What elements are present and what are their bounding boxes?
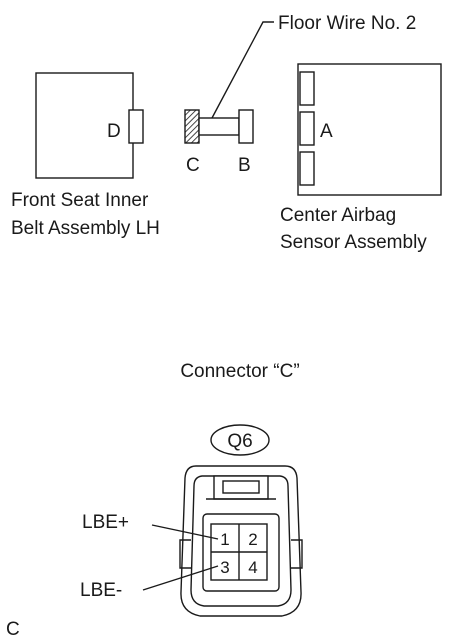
connector-view-title: Connector “C” xyxy=(180,361,299,382)
front-seat-belt-name-line2: Belt Assembly LH xyxy=(11,218,160,239)
connector-c-front-view: 1 2 3 4 xyxy=(179,465,303,617)
front-seat-inner-belt-assembly: D Front Seat Inner Belt Assembly LH xyxy=(11,72,160,239)
connector-c-label: C xyxy=(186,155,200,176)
airbag-sensor-name-line2: Sensor Assembly xyxy=(280,232,427,253)
signal-lbe-plus-leader xyxy=(151,524,219,540)
figure-code: C xyxy=(6,619,20,640)
airbag-sensor-body xyxy=(297,63,442,196)
front-seat-belt-body xyxy=(35,72,134,179)
connector-housing-inner xyxy=(190,475,292,607)
signal-lbe-plus-label: LBE+ xyxy=(82,512,129,533)
pin-1: 1 xyxy=(220,530,229,549)
airbag-connector-slot-3 xyxy=(299,151,315,186)
connector-code-badge: Q6 xyxy=(210,424,270,456)
pin-2: 2 xyxy=(248,530,257,549)
front-seat-belt-name-line1: Front Seat Inner xyxy=(11,190,149,211)
floor-wire-label: Floor Wire No. 2 xyxy=(278,13,416,34)
signal-lbe-minus-leader xyxy=(142,565,219,591)
connector-code-ellipse xyxy=(210,424,270,456)
pin-3: 3 xyxy=(220,558,229,577)
connector-c-hatched xyxy=(184,109,200,144)
connector-rib-right xyxy=(291,539,303,569)
connector-d-label: D xyxy=(107,121,121,142)
floor-wire-harness: C B xyxy=(184,109,254,176)
connector-rib-left xyxy=(179,539,191,569)
airbag-connector-slot-a xyxy=(299,111,315,146)
connector-b-label: B xyxy=(238,155,251,176)
pin-4: 4 xyxy=(248,558,257,577)
floor-wire-leader xyxy=(211,21,274,119)
airbag-sensor-name-line1: Center Airbag xyxy=(280,205,396,226)
floor-wire-cable xyxy=(198,117,240,136)
connector-b-plug xyxy=(238,109,254,144)
latch-inner xyxy=(222,480,260,494)
connector-code-label: Q6 xyxy=(227,431,252,452)
connector-a-label: A xyxy=(320,121,333,142)
connector-latch xyxy=(206,475,276,500)
connector-d-socket xyxy=(128,109,144,144)
center-airbag-sensor-assembly: A Center Airbag Sensor Assembly xyxy=(280,63,442,253)
airbag-connector-slot-1 xyxy=(299,71,315,106)
signal-lbe-minus-label: LBE- xyxy=(80,580,122,601)
